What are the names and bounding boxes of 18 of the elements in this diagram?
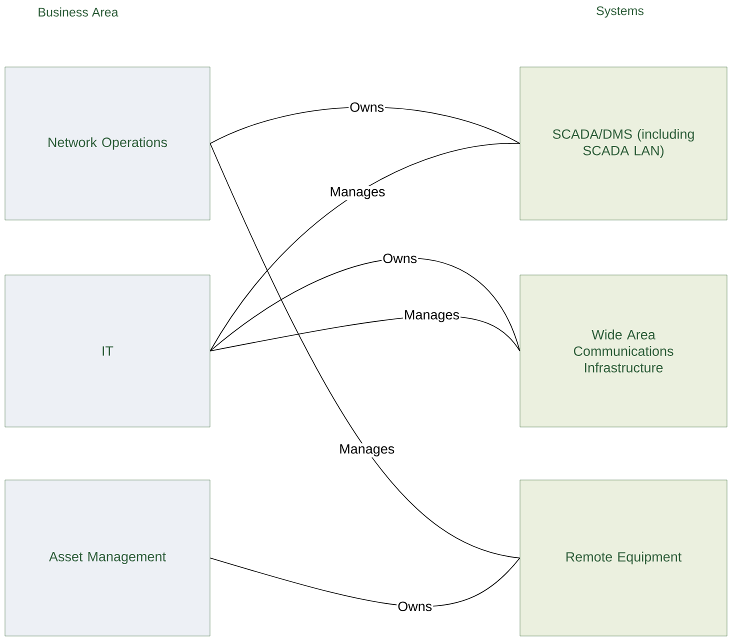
system-box: SCADA/DMS (including SCADA LAN) (520, 66, 728, 220)
edge-label: Owns (382, 252, 418, 264)
edge-label: Manages (402, 309, 461, 324)
connector-line (210, 258, 520, 352)
edge-label: Owns (396, 600, 434, 612)
edge-label: Manages (338, 443, 396, 458)
connector-line (210, 558, 520, 607)
system-box: Asset Management (4, 480, 210, 636)
edge-label: Manages (328, 186, 386, 200)
system-box: Remote Equipment (520, 480, 728, 636)
connector-line (210, 143, 520, 352)
system-box: Network Operations (4, 66, 210, 220)
column-heading: Systems (596, 6, 644, 18)
system-box: Wide Area Communications Infrastructure (520, 274, 728, 428)
connector-line (210, 143, 520, 558)
system-box: IT (4, 274, 210, 428)
column-heading: Business Area (38, 7, 118, 17)
edge-label: Owns (348, 101, 386, 113)
